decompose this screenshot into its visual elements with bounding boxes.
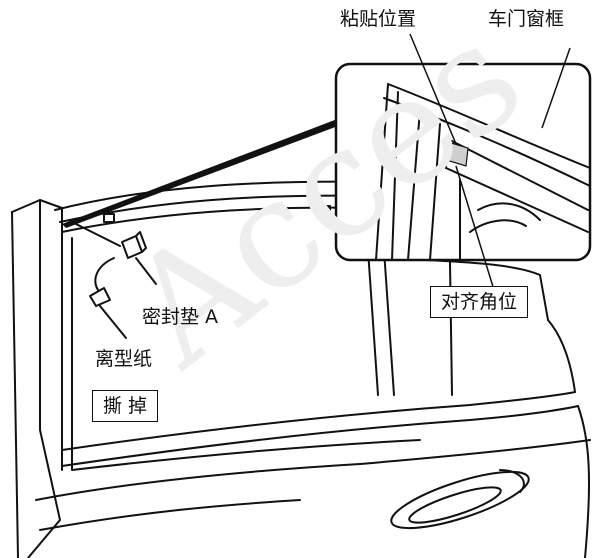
label-paste-position: 粘贴位置 xyxy=(340,8,417,30)
label-align-corner: 对齐角位 xyxy=(430,286,529,318)
paste-leader xyxy=(409,33,457,145)
label-tear-off: 撕 掉 xyxy=(92,390,159,422)
label-release-paper: 离型纸 xyxy=(95,348,153,370)
clip-2 xyxy=(319,205,331,215)
label-seal-pad: 密封垫 A xyxy=(142,306,219,328)
window-glass-edge xyxy=(71,237,421,471)
align-leader xyxy=(455,165,495,291)
detail-pointer xyxy=(62,118,340,228)
seal-pad-leader xyxy=(135,257,157,285)
door-handle-outer xyxy=(390,470,530,530)
detail-inset xyxy=(334,33,592,291)
door-handle-inner xyxy=(408,486,502,524)
release-paper xyxy=(89,287,111,307)
belt-line xyxy=(61,391,576,451)
door-pillar-outline xyxy=(11,199,61,558)
window-center-pillar xyxy=(367,249,379,396)
release-leader xyxy=(99,305,127,339)
door-lower-curve xyxy=(35,463,361,501)
label-door-frame: 车门窗框 xyxy=(488,8,565,30)
clip-1 xyxy=(103,213,115,223)
paste-position-patch xyxy=(445,141,469,167)
frame-leader xyxy=(541,47,571,129)
door-pillar-inner xyxy=(39,199,63,471)
window-frame-top xyxy=(54,180,381,211)
